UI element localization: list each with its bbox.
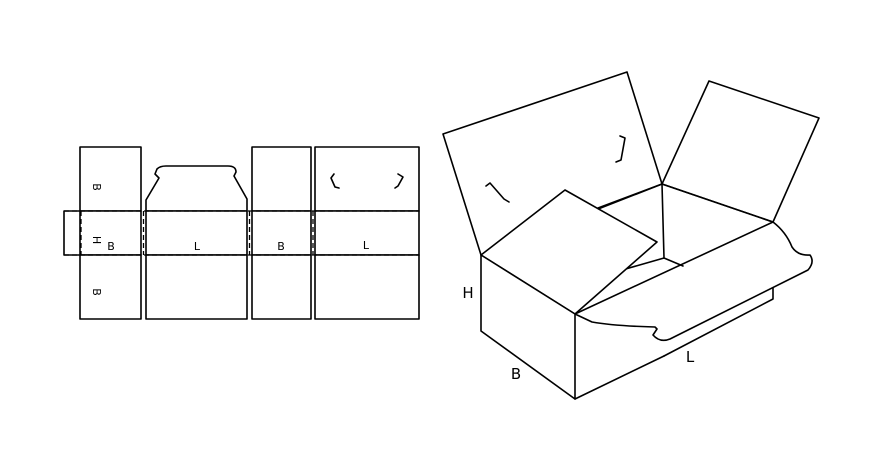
top-flap-2-handle (145, 165, 248, 212)
label-panel3-b: B (277, 240, 285, 253)
label-panel4-l: L (363, 239, 370, 252)
glue-flap (63, 210, 82, 256)
label-breadth-b: B (511, 365, 521, 383)
top-flap-1 (79, 146, 142, 212)
label-length-l: L (686, 348, 695, 366)
back-flap-slot-left (485, 182, 510, 203)
front-long-flap-handle (574, 221, 813, 342)
assembled-box-3d: H B L (442, 71, 820, 400)
label-top-flap-b: B (90, 183, 103, 191)
hand-slot-left-mark (330, 173, 340, 189)
interior-corner (661, 183, 665, 259)
label-bottom-flap-b: B (90, 288, 103, 296)
right-short-flap (661, 80, 820, 223)
interior-floor-edge (621, 257, 684, 271)
bottom-flap-4 (314, 254, 420, 320)
body-panel-2 (145, 210, 248, 256)
label-glue-h: H (90, 236, 103, 244)
bottom-flap-1 (79, 254, 142, 320)
body-panel-4 (314, 210, 420, 256)
hand-slot-right-mark (394, 173, 404, 189)
body-panel-1 (79, 210, 142, 256)
bottom-flap-3 (251, 254, 312, 320)
body-panel-3 (251, 210, 312, 256)
top-flap-3 (251, 146, 312, 212)
bottom-right-edge (574, 355, 665, 400)
bottom-flap-2 (145, 254, 248, 320)
flat-die-cut-layout: B H B L B L B (63, 146, 420, 320)
back-flap-slot-right (615, 135, 626, 163)
label-panel2-l: L (194, 240, 201, 253)
label-panel1-b: B (107, 240, 115, 253)
label-height-h: H (462, 284, 473, 302)
